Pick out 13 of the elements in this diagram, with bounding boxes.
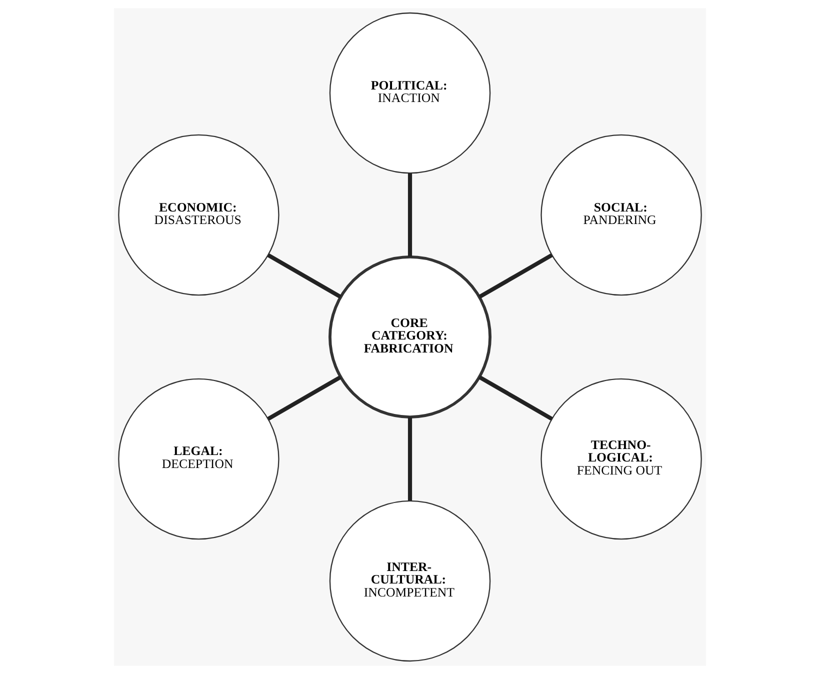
connector bbox=[267, 253, 342, 299]
node-circle: ECONOMIC: DISASTEROUS bbox=[118, 134, 280, 296]
connector bbox=[478, 253, 553, 299]
node-circle: POLITICAL: INACTION bbox=[329, 12, 491, 174]
node-circle: SOCIAL: PANDERING bbox=[540, 134, 702, 296]
node-circle: TECHNO- LOGICAL: FENCING OUT bbox=[540, 378, 702, 540]
connector bbox=[267, 375, 342, 421]
node-circle: CORE CATEGORY: FABRICATION bbox=[328, 256, 492, 418]
connector bbox=[478, 375, 553, 421]
node-circle: LEGAL: DECEPTION bbox=[118, 378, 280, 540]
node-circle: INTER- CULTURAL: INCOMPETENT bbox=[329, 500, 491, 662]
connector bbox=[408, 173, 412, 257]
connector bbox=[408, 417, 412, 501]
